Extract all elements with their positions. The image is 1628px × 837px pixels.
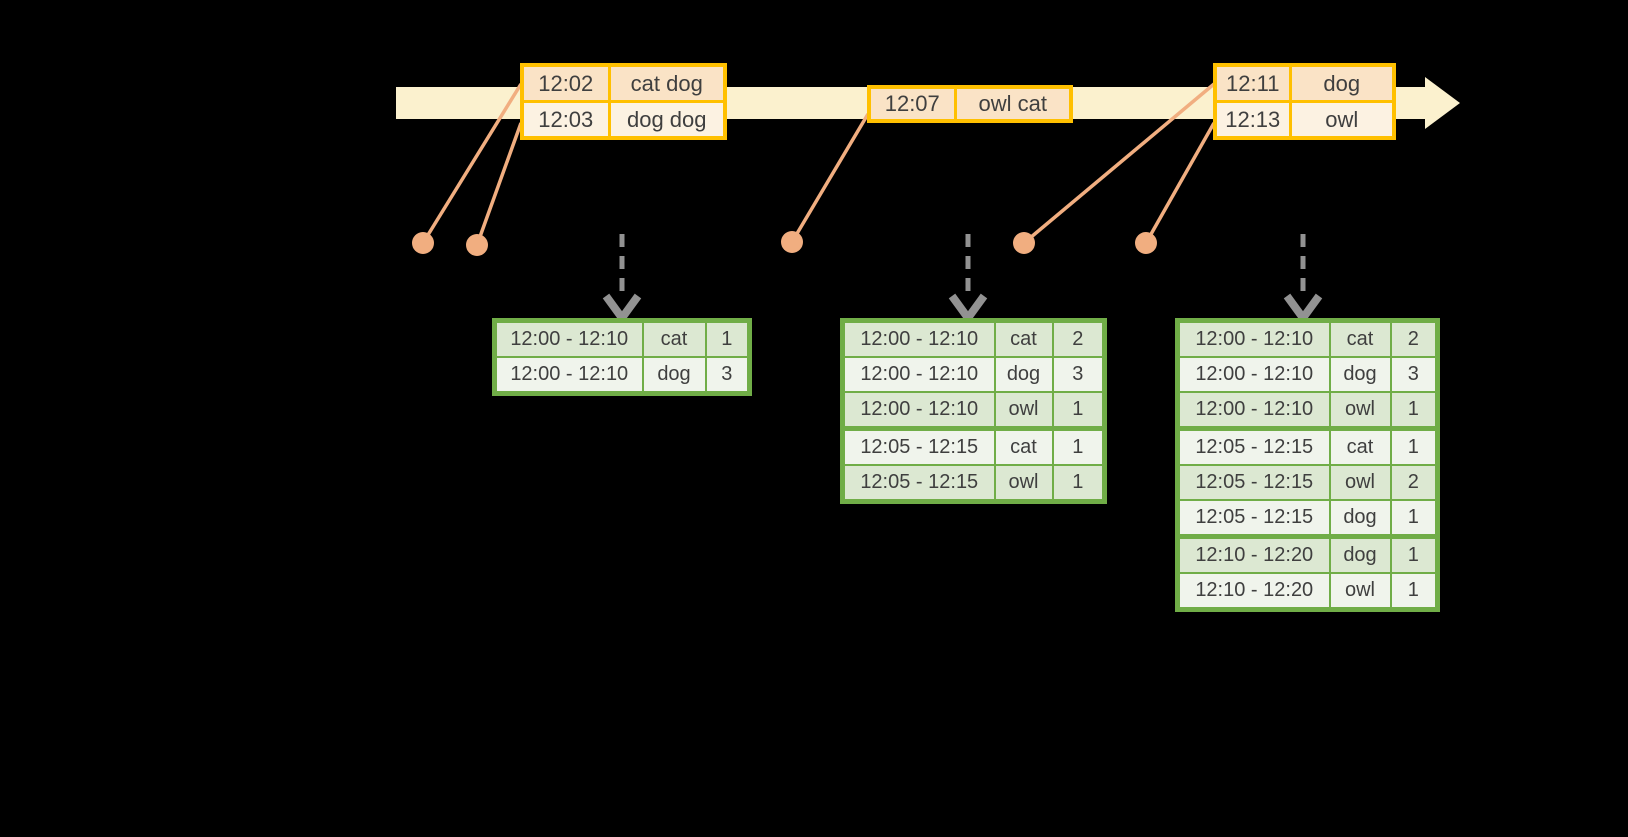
event-words-cell: cat dog	[607, 63, 727, 103]
event-time-cell: 12:03	[520, 100, 611, 140]
result-window-cell: 12:00 - 12:10	[493, 356, 644, 395]
result-row: 12:05 - 12:15 cat 1	[1176, 426, 1439, 466]
result-count-cell: 1	[1051, 391, 1106, 430]
event-dot-1213	[1135, 232, 1157, 254]
trigger-arrows	[602, 234, 1323, 325]
result-word-cell: owl	[993, 464, 1054, 503]
event-dots	[412, 231, 1157, 256]
result-count-cell: 1	[1389, 572, 1439, 611]
result-word-cell: dog	[1328, 499, 1392, 538]
result-word-cell: owl	[1328, 464, 1392, 501]
result-count-cell: 1	[704, 319, 751, 358]
result-word-cell: dog	[1328, 534, 1392, 574]
result-word-cell: owl	[993, 391, 1054, 430]
result-count-cell: 1	[1389, 391, 1439, 430]
result-count-cell: 2	[1389, 464, 1439, 501]
result-word-cell: owl	[1328, 572, 1392, 611]
result-window-cell: 12:05 - 12:15	[1176, 499, 1331, 538]
result-word-cell: dog	[993, 356, 1054, 393]
event-words-cell: owl	[1288, 100, 1396, 140]
result-table-2: 12:00 - 12:10 cat 2 12:00 - 12:10 dog 3 …	[840, 318, 1107, 504]
result-window-cell: 12:10 - 12:20	[1176, 534, 1331, 574]
event-time-cell: 12:11	[1213, 63, 1292, 103]
event-line-1207	[790, 113, 870, 243]
result-row: 12:05 - 12:15 owl 1	[841, 464, 1106, 503]
result-word-cell: cat	[1328, 319, 1392, 358]
event-dot-1202	[412, 232, 434, 254]
event-line-1213	[1144, 122, 1216, 244]
event-words-cell: dog dog	[607, 100, 727, 140]
trigger-arrowhead-icon-1	[602, 293, 642, 325]
result-row: 12:00 - 12:10 dog 3	[1176, 356, 1439, 393]
result-word-cell: cat	[1328, 426, 1392, 466]
result-word-cell: dog	[1328, 356, 1392, 393]
result-count-cell: 1	[1389, 426, 1439, 466]
trigger-arrowhead-icon-3	[1283, 293, 1323, 325]
event-row: 12:11 dog	[1213, 63, 1396, 103]
result-count-cell: 1	[1051, 464, 1106, 503]
result-row: 12:00 - 12:10 dog 3	[493, 356, 751, 395]
result-window-cell: 12:00 - 12:10	[841, 391, 996, 430]
result-row: 12:00 - 12:10 owl 1	[1176, 391, 1439, 430]
event-time-cell: 12:07	[867, 85, 957, 123]
result-row: 12:05 - 12:15 cat 1	[841, 426, 1106, 466]
result-row: 12:05 - 12:15 owl 2	[1176, 464, 1439, 501]
result-table-3: 12:00 - 12:10 cat 2 12:00 - 12:10 dog 3 …	[1175, 318, 1440, 612]
result-row: 12:10 - 12:20 dog 1	[1176, 534, 1439, 574]
result-table-1: 12:00 - 12:10 cat 1 12:00 - 12:10 dog 3	[492, 318, 752, 396]
result-count-cell: 1	[1389, 534, 1439, 574]
event-table-1211-1213: 12:11 dog 12:13 owl	[1213, 63, 1396, 140]
result-count-cell: 2	[1389, 319, 1439, 358]
result-count-cell: 3	[704, 356, 751, 395]
result-word-cell: owl	[1328, 391, 1392, 430]
trigger-arrowhead-icon-2	[948, 293, 988, 325]
result-window-cell: 12:05 - 12:15	[841, 426, 996, 466]
event-row: 12:02 cat dog	[520, 63, 727, 103]
result-count-cell: 2	[1051, 319, 1106, 358]
result-window-cell: 12:00 - 12:10	[841, 356, 996, 393]
result-row: 12:00 - 12:10 owl 1	[841, 391, 1106, 430]
event-line-1211	[1022, 82, 1216, 245]
result-word-cell: cat	[993, 426, 1054, 466]
event-row: 12:13 owl	[1213, 100, 1396, 140]
event-table-1202-1203: 12:02 cat dog 12:03 dog dog	[520, 63, 727, 140]
result-row: 12:10 - 12:20 owl 1	[1176, 572, 1439, 611]
event-table-1207: 12:07 owl cat	[867, 85, 1073, 123]
result-count-cell: 3	[1051, 356, 1106, 393]
event-dot-1207	[781, 231, 803, 253]
result-word-cell: cat	[641, 319, 707, 358]
result-row: 12:05 - 12:15 dog 1	[1176, 499, 1439, 538]
result-window-cell: 12:00 - 12:10	[1176, 391, 1331, 430]
result-window-cell: 12:00 - 12:10	[841, 319, 996, 358]
result-window-cell: 12:05 - 12:15	[1176, 426, 1331, 466]
result-row: 12:00 - 12:10 cat 1	[493, 319, 751, 358]
event-words-cell: dog	[1288, 63, 1396, 103]
event-time-cell: 12:02	[520, 63, 611, 103]
result-window-cell: 12:00 - 12:10	[1176, 319, 1331, 358]
result-window-cell: 12:00 - 12:10	[1176, 356, 1331, 393]
result-window-cell: 12:05 - 12:15	[1176, 464, 1331, 501]
result-window-cell: 12:10 - 12:20	[1176, 572, 1331, 611]
event-dot-1203	[466, 234, 488, 256]
result-count-cell: 1	[1051, 426, 1106, 466]
result-window-cell: 12:05 - 12:15	[841, 464, 996, 503]
result-row: 12:00 - 12:10 cat 2	[841, 319, 1106, 358]
result-word-cell: dog	[641, 356, 707, 395]
event-time-cell: 12:13	[1213, 100, 1292, 140]
result-row: 12:00 - 12:10 cat 2	[1176, 319, 1439, 358]
event-line-1202	[421, 83, 523, 244]
event-row: 12:07 owl cat	[867, 85, 1073, 123]
result-count-cell: 1	[1389, 499, 1439, 538]
timeline-arrowhead-icon	[1425, 77, 1460, 129]
event-words-cell: owl cat	[953, 85, 1073, 123]
result-row: 12:00 - 12:10 dog 3	[841, 356, 1106, 393]
event-dot-1211	[1013, 232, 1035, 254]
event-pointer-lines	[421, 82, 1216, 246]
event-line-1203	[475, 122, 523, 246]
result-word-cell: cat	[993, 319, 1054, 358]
event-row: 12:03 dog dog	[520, 100, 727, 140]
result-count-cell: 3	[1389, 356, 1439, 393]
result-window-cell: 12:00 - 12:10	[493, 319, 644, 358]
